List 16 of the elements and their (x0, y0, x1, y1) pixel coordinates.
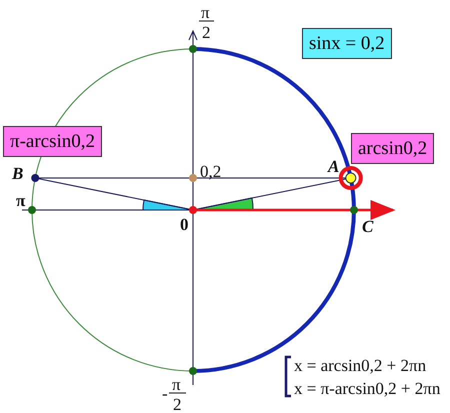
axis-label: π (201, 4, 210, 21)
equation-box: sinx = 0,2 (302, 28, 392, 59)
solution-formula: x = arcsin0,2 + 2πn (294, 357, 426, 374)
origin-label: 0 (180, 216, 188, 233)
axis-label: π (16, 192, 26, 209)
point-label: A (328, 158, 340, 175)
axis-label: 2 (173, 396, 182, 413)
axis-label: π (172, 376, 181, 393)
axis-label: - (162, 385, 168, 402)
axis-label: 2 (202, 24, 210, 41)
angle-label-box: π-arcsin0,2 (3, 126, 102, 157)
point-label: B (12, 165, 24, 182)
value-label: 0,2 (200, 163, 222, 180)
angle-label-box: arcsin0,2 (351, 133, 434, 164)
solution-formula: x = π-arcsin0,2 + 2πn (294, 380, 440, 397)
point-label: C (362, 218, 374, 235)
